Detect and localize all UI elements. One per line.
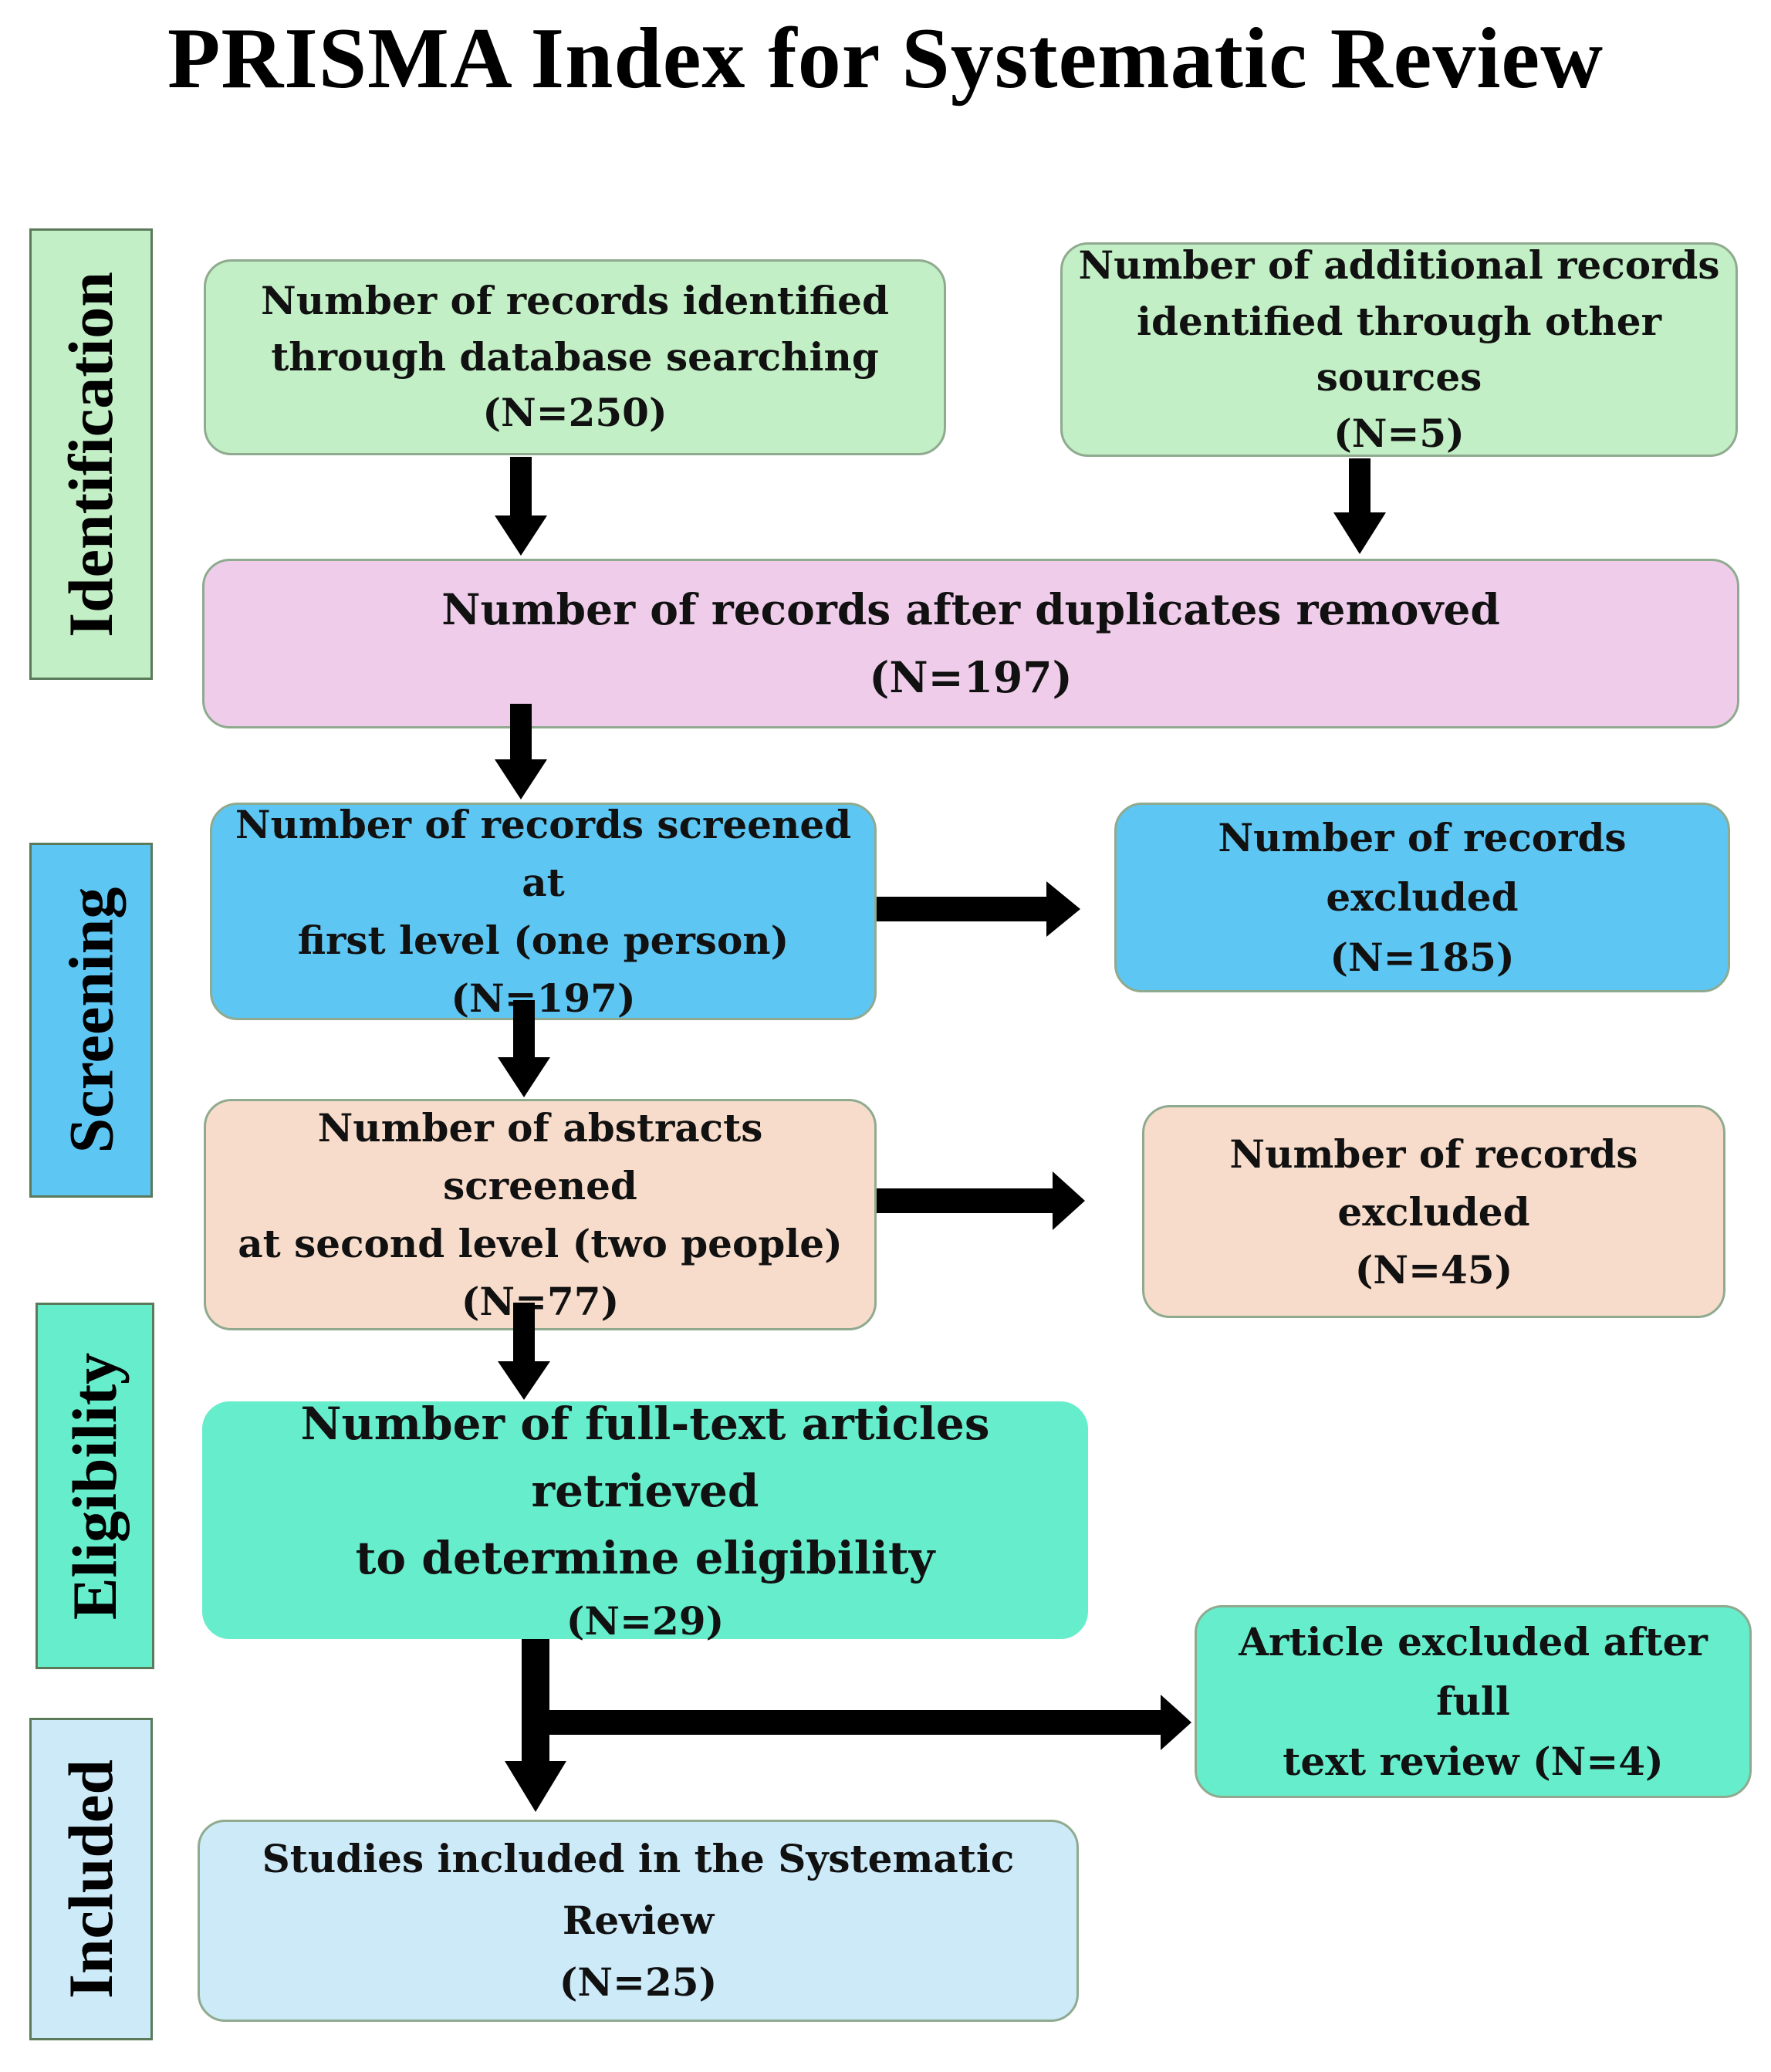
box-duplicates-line1: Number of records after duplicates remov… xyxy=(441,584,1500,634)
box-second-excluded-count: (N=45) xyxy=(1354,1246,1513,1293)
stage-included: Included xyxy=(29,1718,153,2040)
box-other-sources: Number of additional records identified … xyxy=(1060,242,1738,457)
box-second-excluded-line1: Number of records xyxy=(1229,1131,1638,1177)
stage-screening: Screening xyxy=(29,843,153,1198)
box-database-line1: Number of records identified xyxy=(261,278,889,324)
box-database-count: (N=250) xyxy=(482,390,668,436)
box-full-text-excluded: Article excluded after full text review … xyxy=(1195,1605,1752,1798)
arrow-down-second-level xyxy=(498,1303,550,1400)
box-duplicates-removed: Number of records after duplicates remov… xyxy=(202,559,1739,728)
stage-eligibility: Eligibility xyxy=(35,1303,154,1669)
box-first-level-excluded: Number of records excluded (N=185) xyxy=(1114,803,1730,992)
arrow-right-first-excluded xyxy=(877,881,1080,937)
box-other-sources-count: (N=5) xyxy=(1333,410,1465,456)
box-studies-included: Studies included in the Systematic Revie… xyxy=(198,1820,1079,2022)
box-first-level-screening: Number of records screened at first leve… xyxy=(210,802,877,1021)
arrow-right-second-excluded xyxy=(877,1171,1085,1230)
box-full-text-retrieved: Number of full-text articles retrieved t… xyxy=(202,1398,1088,1644)
box-full-text-count: (N=29) xyxy=(566,1598,725,1644)
stage-identification: Identification xyxy=(29,228,153,680)
box-full-text-excluded-line1: Article excluded after full xyxy=(1239,1618,1708,1725)
box-first-level-line2: first level (one person) xyxy=(297,918,789,963)
box-duplicates-count: (N=197) xyxy=(869,652,1073,702)
page-title: PRISMA Index for Systematic Review xyxy=(167,11,1604,106)
box-second-level-count: (N=77) xyxy=(461,1279,620,1324)
box-first-excluded-count: (N=185) xyxy=(1330,934,1515,980)
box-first-level-count: (N=197) xyxy=(451,975,636,1021)
box-second-excluded-line2: excluded xyxy=(1337,1188,1530,1235)
box-database-line2: through database searching xyxy=(271,333,879,380)
box-second-level-excluded: Number of records excluded (N=45) xyxy=(1142,1105,1725,1318)
box-first-excluded-line1: Number of records excluded xyxy=(1218,814,1627,921)
arrow-down-full-text xyxy=(505,1639,566,1812)
box-other-sources-line1: Number of additional records xyxy=(1078,242,1720,288)
box-included-count: (N=25) xyxy=(559,1959,718,2005)
box-database-searching: Number of records identified through dat… xyxy=(204,259,946,455)
arrow-down-database xyxy=(495,457,547,556)
box-full-text-line1: Number of full-text articles retrieved xyxy=(300,1398,990,1517)
box-included-line1: Studies included in the Systematic Revie… xyxy=(262,1836,1015,1943)
box-second-level-line1: Number of abstracts screened xyxy=(317,1105,763,1208)
arrow-down-other-sources xyxy=(1333,458,1386,554)
box-full-text-line2: to determine eligibility xyxy=(355,1532,935,1584)
box-full-text-excluded-line2: text review (N=4) xyxy=(1283,1738,1664,1784)
arrow-down-duplicates xyxy=(495,704,547,799)
box-second-level-screening: Number of abstracts screened at second l… xyxy=(204,1099,877,1330)
box-second-level-line2: at second level (two people) xyxy=(238,1221,843,1266)
box-first-level-line1: Number of records screened at xyxy=(235,802,852,905)
box-other-sources-line2: identified through other sources xyxy=(1137,298,1661,401)
arrow-right-full-text-excluded xyxy=(549,1695,1191,1750)
arrow-down-first-level xyxy=(498,1000,550,1097)
